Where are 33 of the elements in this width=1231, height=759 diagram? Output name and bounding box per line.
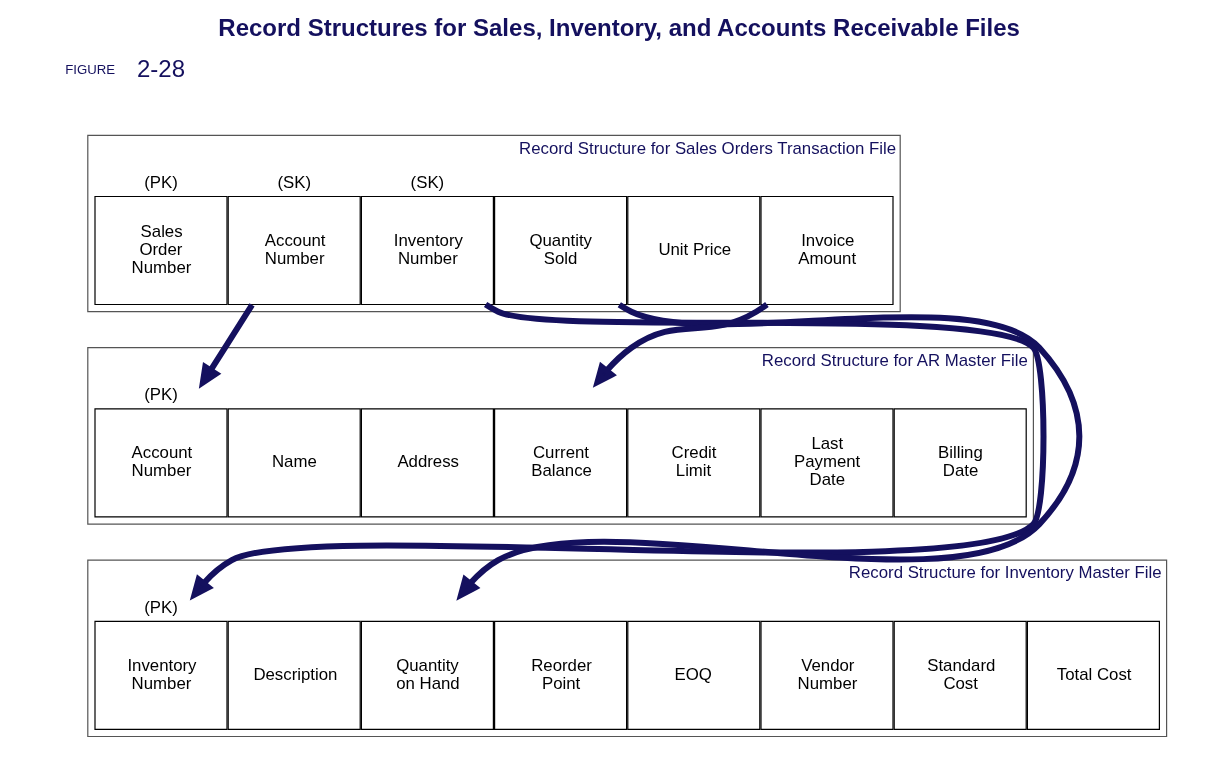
node-box: Inventory Number: [94, 620, 228, 730]
node-box: Sales Order Number: [94, 195, 228, 306]
node-box: Name: [227, 408, 361, 518]
label: FIGURE: [65, 61, 116, 77]
arrow: [189, 301, 1047, 601]
node-box: Current Balance: [494, 408, 628, 518]
node-box: Vendor Number: [760, 620, 894, 730]
node-box: Account Number: [94, 408, 228, 518]
node-box: EOQ: [627, 620, 761, 730]
label: 2-28: [136, 54, 186, 82]
node-box: Address: [360, 408, 494, 518]
node-box: Billing Date: [893, 408, 1027, 518]
node-box: Standard Cost: [893, 620, 1027, 730]
node-box: Unit Price: [627, 195, 761, 306]
node-label: (PK): [144, 172, 178, 192]
node-box: Quantity Sold: [494, 195, 628, 306]
arrow: [456, 302, 1083, 601]
node-label: (SK): [410, 172, 445, 192]
node-label: (SK): [277, 172, 311, 192]
node-box: Credit Limit: [627, 408, 761, 518]
node-box: Reorder Point: [494, 620, 628, 730]
arrow: [592, 302, 769, 388]
arrow: [198, 303, 255, 389]
node-box: Quantity on Hand: [360, 620, 494, 730]
node-box: Total Cost: [1026, 620, 1160, 730]
node-box: Last Payment Date: [760, 408, 894, 518]
node-box: Description: [227, 620, 361, 730]
node-box: Account Number: [227, 195, 361, 306]
node-box: Inventory Number: [360, 195, 494, 306]
node-label: (PK): [144, 597, 178, 617]
diagram-title: Record Structures for Sales, Inventory, and Accounts Receivable Files: [218, 13, 1020, 41]
node-box: Invoice Amount: [760, 195, 894, 306]
node-label: (PK): [144, 385, 178, 405]
